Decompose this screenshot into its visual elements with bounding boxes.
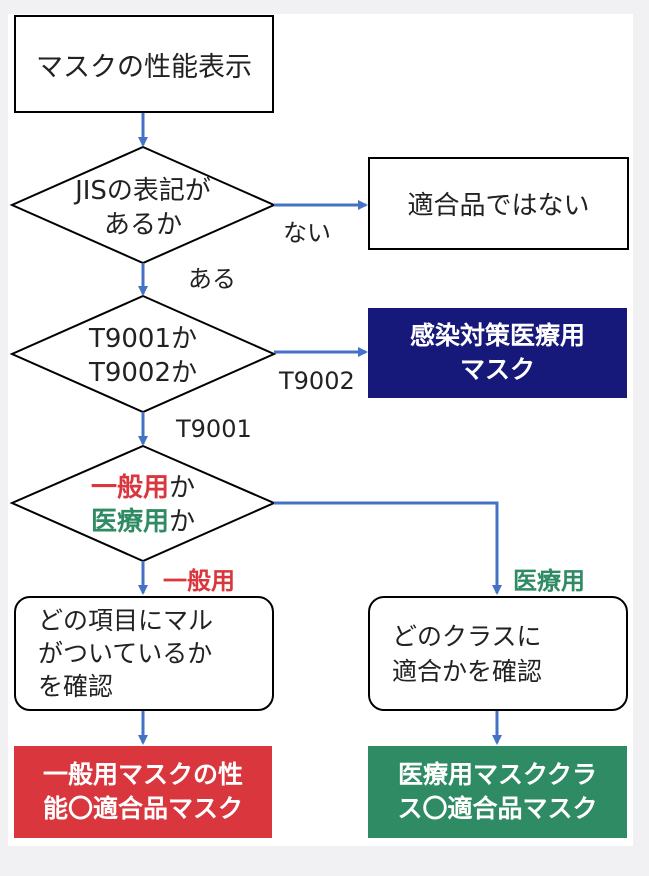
edge-label-t9002: T9002	[279, 367, 355, 395]
decision-jis-line1: JISの表記が	[75, 176, 211, 206]
infection-control-line2: マスク	[459, 355, 535, 384]
edge-label-t9001: T9001	[176, 415, 252, 443]
usage-medical-suffix: か	[169, 507, 196, 538]
start-box: マスクの性能表示	[14, 15, 274, 113]
decision-usage-line2: 医療用か	[23, 505, 263, 539]
check-general-line1: どの項目にマル	[38, 605, 214, 635]
usage-general-word: 一般用	[90, 473, 169, 503]
infection-control-mask-box: 感染対策医療用 マスク	[368, 308, 627, 398]
check-general-line3: を確認	[38, 672, 114, 702]
not-compliant-label: 適合品ではない	[407, 191, 590, 221]
result-medical-line1: 医療用マスククラ	[397, 759, 597, 789]
result-general-line1: 一般用マスクの性	[42, 759, 243, 789]
check-medical-box: どのクラスに 適合かを確認	[368, 596, 628, 711]
decision-t9001-text: T9001か T9002か	[23, 322, 263, 391]
check-medical-line2: 適合かを確認	[392, 656, 543, 686]
edge-label-no: ない	[283, 219, 331, 247]
decision-t9001-line1: T9001か	[88, 324, 198, 354]
check-general-line2: がついているか	[38, 638, 213, 668]
check-general-text: どの項目にマル がついているか を確認	[38, 604, 213, 704]
result-medical-box: 医療用マスククラ ス〇適合品マスク	[368, 746, 627, 838]
decision-jis-line2: あるか	[103, 210, 182, 241]
check-general-box: どの項目にマル がついているか を確認	[14, 596, 274, 711]
not-compliant-box: 適合品ではない	[368, 157, 629, 250]
result-medical-line2: ス〇適合品マスク	[397, 794, 598, 823]
decision-t9001-line2: T9002か	[88, 358, 198, 389]
decision-usage-text: 一般用か 医療用か	[23, 471, 263, 540]
usage-medical-word: 医療用	[90, 507, 169, 538]
decision-usage-line1: 一般用か	[23, 471, 263, 505]
check-medical-line1: どのクラスに	[392, 621, 542, 651]
edge-label-medical: 医療用	[513, 567, 585, 595]
infection-control-line1: 感染対策医療用	[409, 321, 585, 351]
edge-label-general: 一般用	[163, 567, 235, 595]
edge-label-yes: ある	[188, 265, 236, 293]
usage-general-suffix: か	[169, 473, 196, 503]
start-label: マスクの性能表示	[36, 51, 252, 83]
check-medical-text: どのクラスに 適合かを確認	[392, 619, 542, 689]
arrow-medical	[274, 501, 502, 595]
result-general-box: 一般用マスクの性 能〇適合品マスク	[14, 746, 272, 838]
decision-jis-text: JISの表記が あるか	[23, 174, 263, 243]
result-general-line2: 能〇適合品マスク	[42, 794, 243, 823]
